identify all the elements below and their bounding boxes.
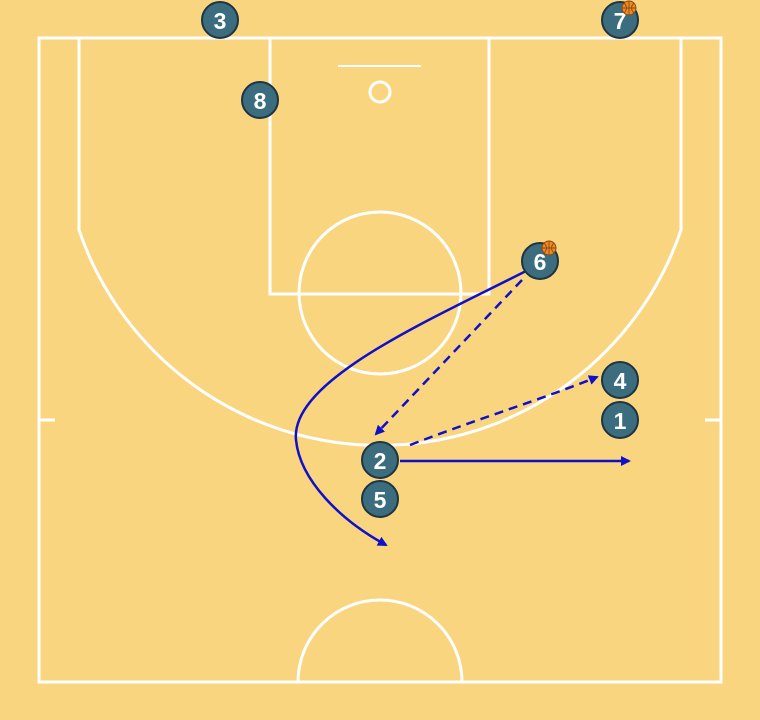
player-5-label: 5 (374, 487, 387, 513)
basketball-icon (621, 0, 637, 16)
basketball-icon (541, 240, 557, 256)
player-2-label: 2 (374, 448, 387, 474)
player-3: 3 (201, 1, 239, 39)
player-6: 6 (521, 240, 559, 280)
cut-line-6 (294, 268, 529, 547)
player-2: 2 (361, 441, 399, 479)
player-5: 5 (361, 480, 399, 518)
player-3-label: 3 (214, 8, 227, 34)
player-2-marker (361, 441, 399, 479)
player-4-label: 4 (614, 368, 627, 394)
player-6-label: 6 (534, 249, 547, 275)
player-7: 7 (601, 0, 639, 39)
paint-lane (268, 36, 491, 296)
player-4-marker (601, 361, 639, 399)
player-1-marker (601, 401, 639, 439)
player-8-label: 8 (254, 88, 267, 114)
player-1: 1 (601, 401, 639, 439)
player-5-marker (361, 480, 399, 518)
pass-line-6-to-2 (374, 279, 523, 436)
player-8: 8 (241, 81, 279, 119)
hoop (368, 80, 392, 104)
center-circle (296, 598, 464, 683)
action-lines (294, 268, 631, 547)
player-8-marker (241, 81, 279, 119)
player-4: 4 (601, 361, 639, 399)
player-3-marker (201, 1, 239, 39)
player-7-label: 7 (614, 8, 627, 34)
player-1-label: 1 (614, 408, 627, 434)
free-throw-circle (297, 210, 463, 376)
